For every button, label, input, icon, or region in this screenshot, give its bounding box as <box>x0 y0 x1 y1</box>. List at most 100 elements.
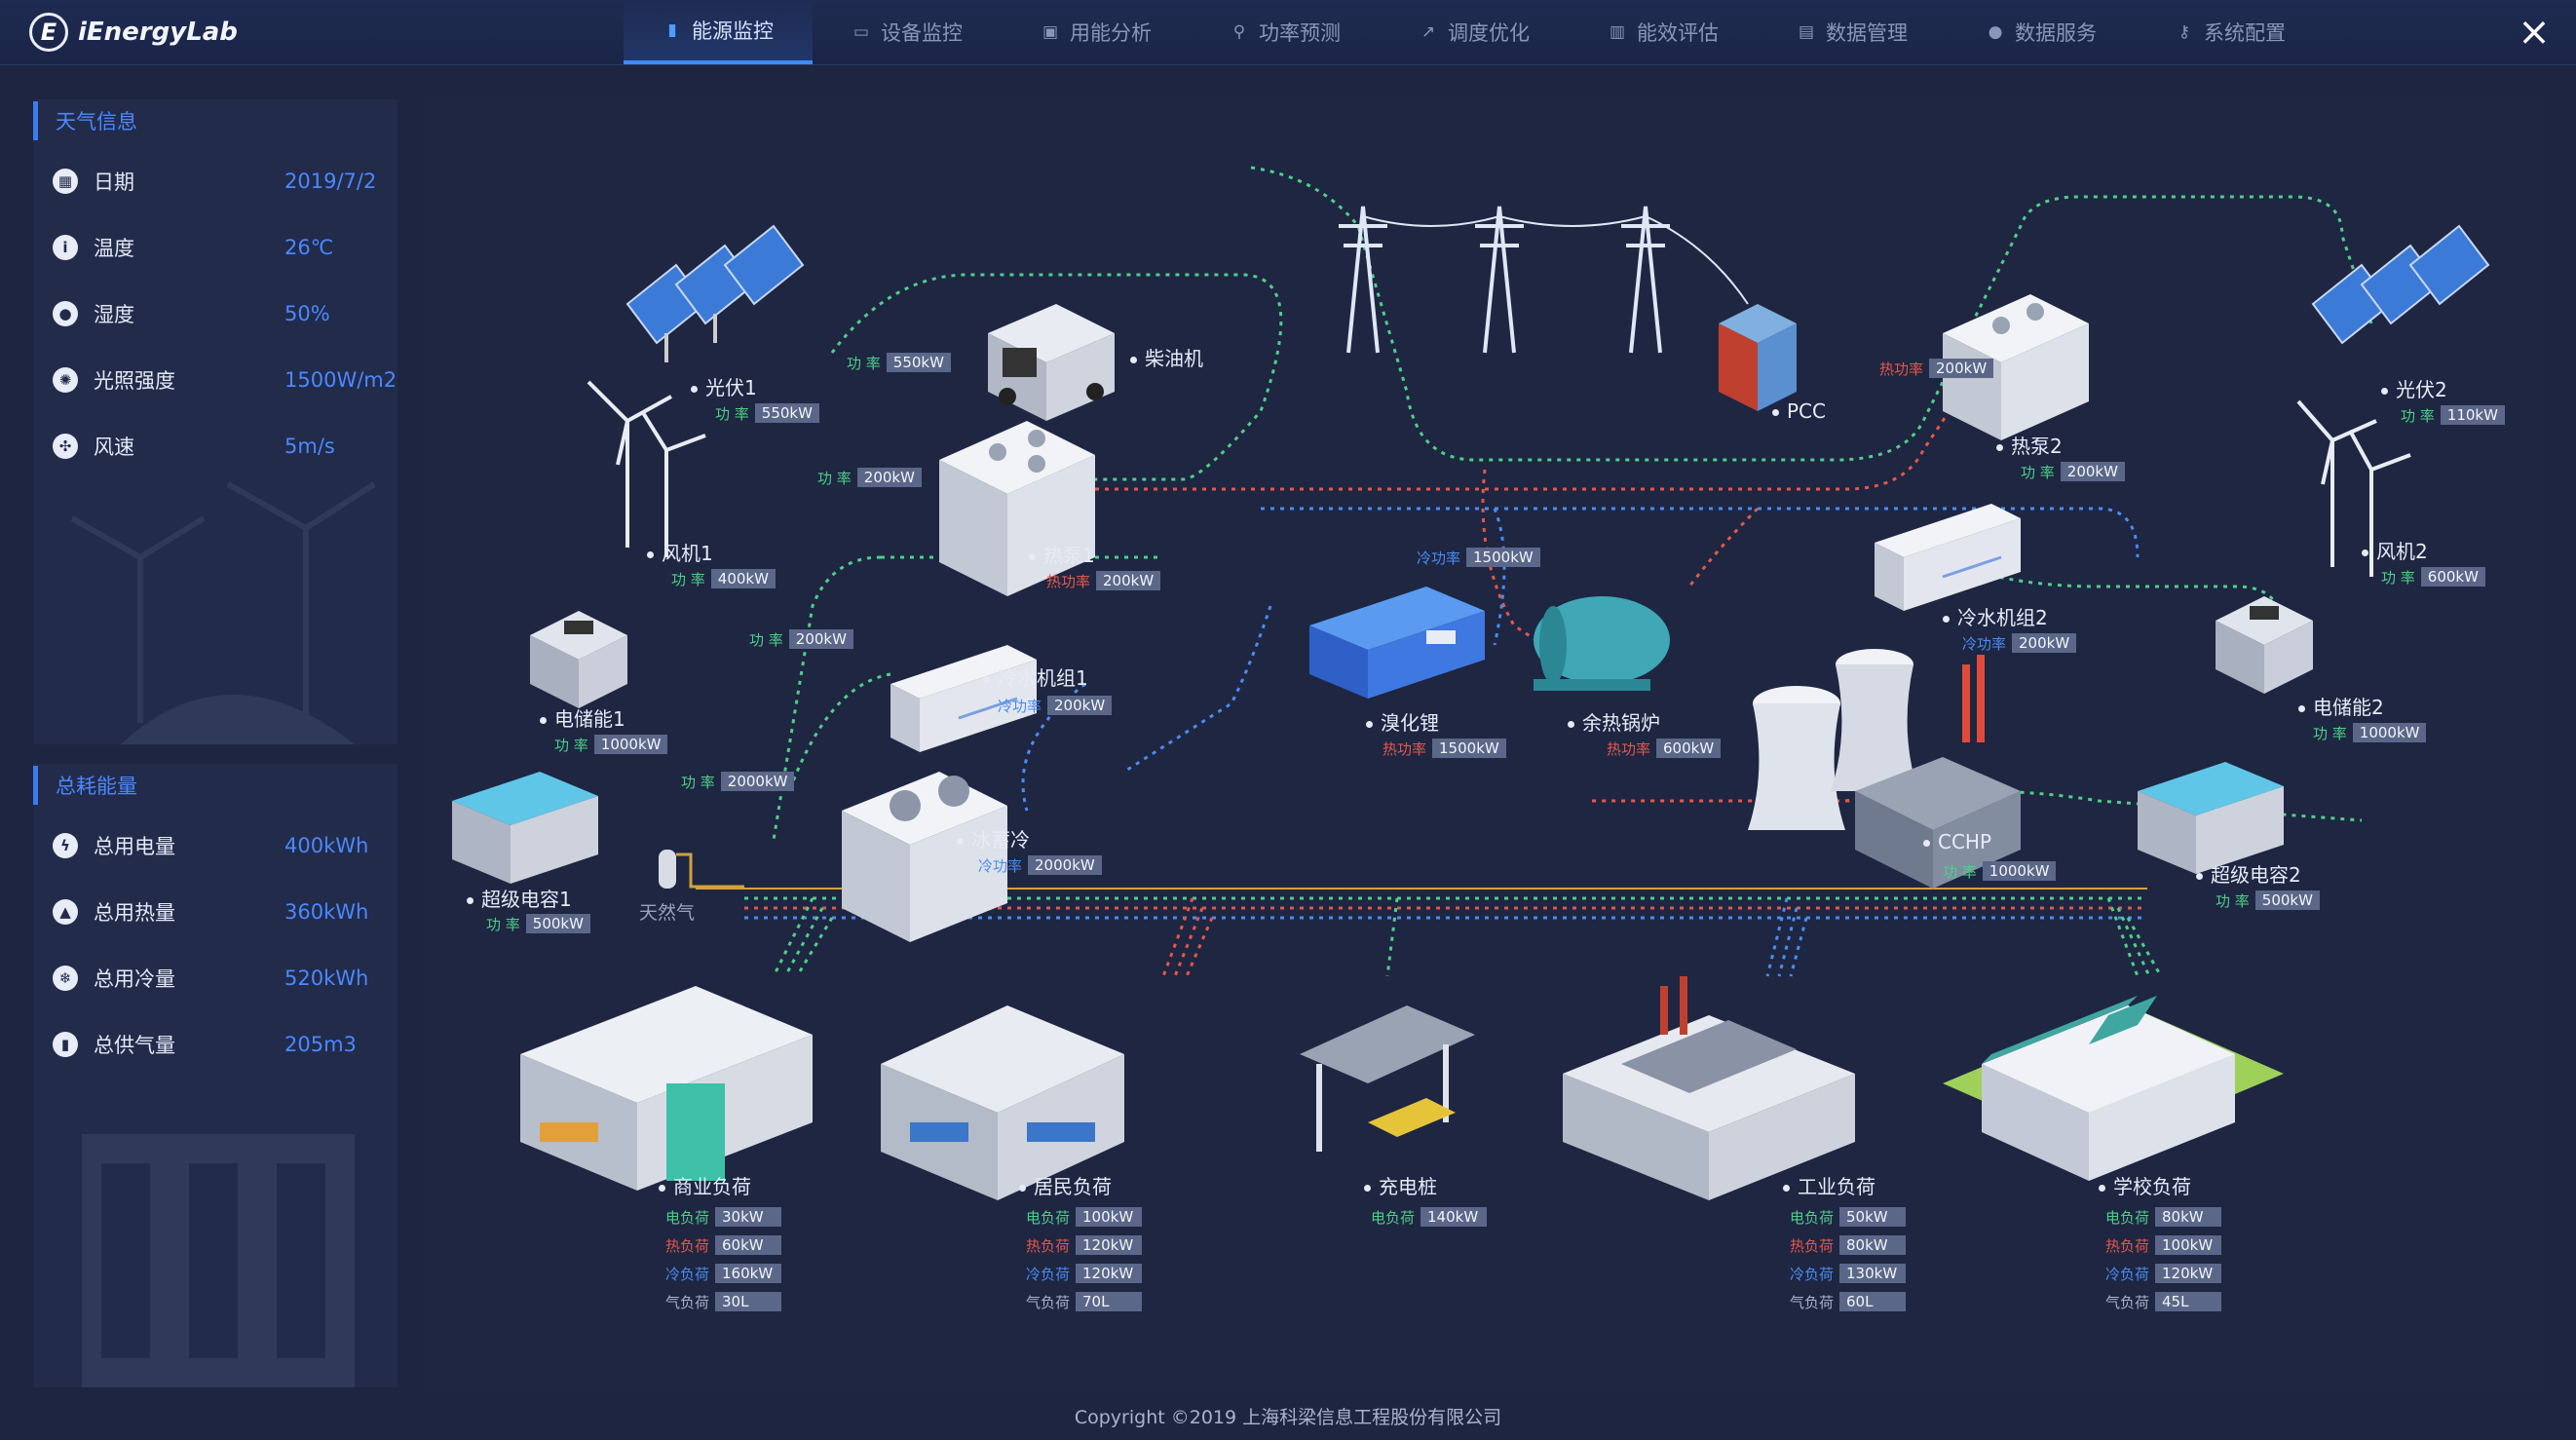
pv2-solar-panel-graphic <box>2311 224 2490 345</box>
wind1-label[interactable]: 风机1 <box>647 538 713 566</box>
metric-value: 80kW <box>2155 1207 2221 1227</box>
nav-tab-data-service[interactable]: ●数据服务 <box>1947 0 2136 64</box>
row-label: 总用电量 <box>94 835 175 858</box>
storage1-label[interactable]: 电储能1 <box>540 703 625 732</box>
diesel-label[interactable]: 柴油机 <box>1130 343 1203 371</box>
storage2-label[interactable]: 电储能2 <box>2298 692 2384 720</box>
metric-value: 200kW <box>1929 359 1994 378</box>
search-icon: ⚲ <box>1232 22 1246 42</box>
app-logo[interactable]: E iEnergyLab <box>29 12 238 53</box>
residential-building-graphic <box>881 1005 1124 1200</box>
row-value: 26℃ <box>284 236 334 259</box>
consumption-panel-title: 总耗能量 <box>33 764 398 807</box>
column-chart-icon: ▥ <box>1609 22 1626 42</box>
libr-label[interactable]: 溴化锂 <box>1366 707 1439 736</box>
nav-tab-dispatch-optimization[interactable]: ↗调度优化 <box>1380 0 1569 64</box>
supercap2-container-graphic <box>2138 762 2284 874</box>
weather-panel-title: 天气信息 <box>33 99 398 142</box>
metric-key: 功 率 <box>817 469 852 487</box>
document-icon: ▤ <box>1798 22 1815 42</box>
row-value: 1500W/m2 <box>284 368 398 392</box>
pv2-label[interactable]: 光伏2 <box>2381 374 2447 402</box>
nav-tab-efficiency-evaluation[interactable]: ▥能效评估 <box>1569 0 1758 64</box>
pcc-cabinet-graphic <box>1719 304 1797 411</box>
metric-key: 电负荷 <box>1370 1208 1415 1227</box>
metric-key: 热负荷 <box>664 1236 709 1255</box>
storage1-battery-graphic <box>530 611 627 708</box>
metric-value: 2000kW <box>720 772 795 791</box>
metric-value: 550kW <box>886 353 951 372</box>
waste-heat-boiler-label[interactable]: 余热锅炉 <box>1568 707 1660 736</box>
building-decoration <box>82 1134 355 1387</box>
metric-value: 80kW <box>1839 1235 1906 1255</box>
nav-tab-device-monitor[interactable]: ▭设备监控 <box>813 0 1002 64</box>
nav-tab-label: 功率预测 <box>1259 21 1341 45</box>
supercap1-label[interactable]: 超级电容1 <box>467 884 572 912</box>
nav-tab-label: 用能分析 <box>1070 21 1152 45</box>
metric-key: 功 率 <box>2313 724 2347 742</box>
metric-value: 30L <box>715 1292 781 1311</box>
nav-tab-energy-monitor[interactable]: ▮能源监控 <box>624 0 813 64</box>
ice-storage-label[interactable]: 冰蓄冷 <box>957 824 1030 853</box>
metric-key: 热负荷 <box>1025 1236 1070 1255</box>
heatpump1-label[interactable]: 热泵1 <box>1029 540 1095 568</box>
metric-value: 110kW <box>2440 405 2505 425</box>
nav-tab-system-config[interactable]: ⚷系统配置 <box>2136 0 2325 64</box>
pv1-solar-panel-graphic <box>625 224 805 362</box>
metric-key: 热负荷 <box>1789 1236 1834 1255</box>
metric-value: 200kW <box>1096 571 1161 590</box>
load-gas-row: 气负荷 30L <box>659 1292 781 1311</box>
metric-key: 气负荷 <box>1789 1293 1834 1311</box>
metric-key: 气负荷 <box>664 1293 709 1311</box>
chiller1-label[interactable]: 冷水机组1 <box>983 663 1088 691</box>
pv1-label[interactable]: 光伏1 <box>691 372 757 400</box>
weather-title-text: 天气信息 <box>56 110 137 133</box>
metric-key: 功 率 <box>671 570 705 588</box>
metric-value: 1500kW <box>1432 739 1506 758</box>
nav-tab-data-management[interactable]: ▤数据管理 <box>1758 0 1947 64</box>
chiller2-ac-graphic <box>1875 504 2021 611</box>
cchp-label[interactable]: CCHP <box>1923 830 1991 853</box>
natural-gas-label[interactable]: 天然气 <box>639 902 696 924</box>
metric-key: 冷负荷 <box>1789 1265 1834 1283</box>
logo-mark-icon: E <box>29 13 68 52</box>
row-label: 总用冷量 <box>94 967 175 991</box>
wind-turbine-decoration <box>70 481 376 744</box>
supercap2-label[interactable]: 超级电容2 <box>2196 859 2301 888</box>
metric-key: 功 率 <box>715 404 749 423</box>
close-icon[interactable]: × <box>2518 10 2551 55</box>
heatpump2-label[interactable]: 热泵2 <box>1996 431 2063 459</box>
wind2-label[interactable]: 风机2 <box>2362 536 2428 564</box>
metric-value: 100kW <box>1076 1207 1142 1227</box>
metric-value: 500kW <box>2254 891 2320 910</box>
pcc-label[interactable]: PCC <box>1772 399 1826 423</box>
nav-tab-power-forecast[interactable]: ⚲ 功率预测 <box>1191 0 1380 64</box>
nav-tab-usage-analysis[interactable]: ▣用能分析 <box>1002 0 1191 64</box>
chiller2-label[interactable]: 冷水机组2 <box>1943 602 2048 630</box>
diesel-generator-graphic <box>988 304 1115 421</box>
row-label: 总供气量 <box>94 1034 175 1057</box>
top-bar: E iEnergyLab ▮能源监控 ▭设备监控 ▣用能分析 ⚲ 功率预测 ↗调度… <box>0 0 2576 65</box>
metric-value: 2000kW <box>1028 855 1102 875</box>
industrial-load-label: 工业负荷 <box>1783 1171 1906 1199</box>
metric-key: 冷负荷 <box>1025 1265 1070 1283</box>
